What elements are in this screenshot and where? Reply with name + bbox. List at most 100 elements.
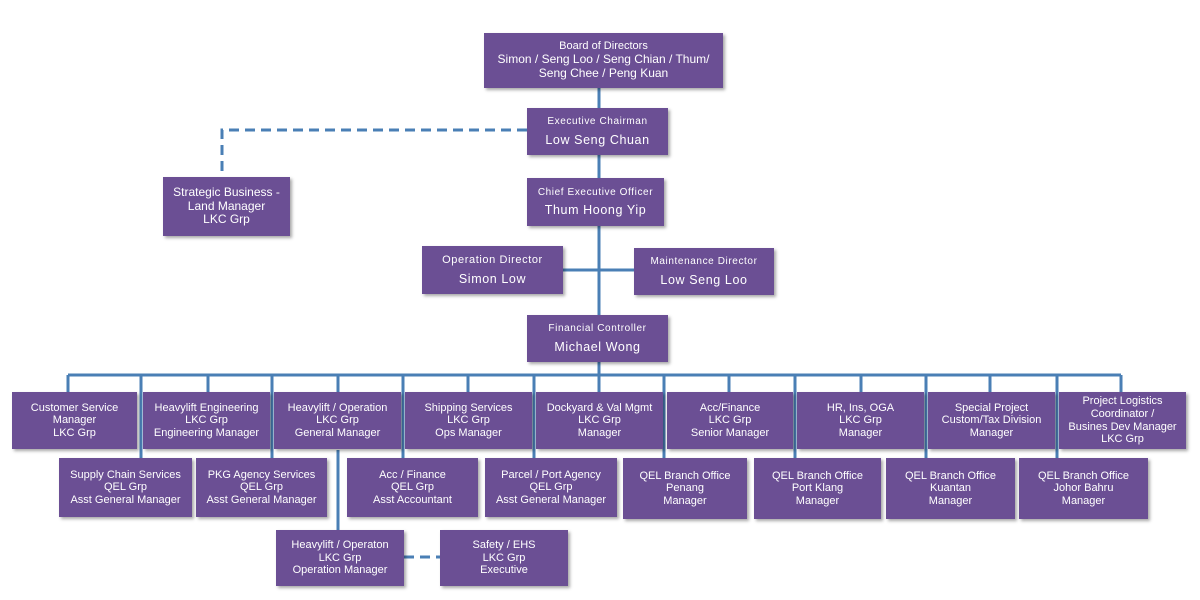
sub-box-branch-kuantan: QEL Branch Office Kuantan Manager xyxy=(886,458,1015,519)
dept-line2: LKC Grp xyxy=(316,414,359,427)
sub-box-pkg-agency: PKG Agency Services QEL Grp Asst General… xyxy=(196,458,327,517)
chairman-name: Low Seng Chuan xyxy=(545,132,650,147)
strategic-business-box: Strategic Business - Land Manager LKC Gr… xyxy=(163,177,290,236)
op-director-role: Operation Director xyxy=(442,253,543,266)
sub-line3: Manager xyxy=(928,494,973,507)
strategic-dashed-line xyxy=(220,128,527,177)
dept-line1: Special Project xyxy=(954,401,1029,414)
maint-director-name: Low Seng Loo xyxy=(660,272,748,287)
dept-line2: LKC Grp xyxy=(447,414,490,427)
dept-box-shipping-services: Shipping Services LKC Grp Ops Manager xyxy=(405,392,532,449)
strategic-line2: Land Manager xyxy=(187,198,266,213)
sub-line1: PKG Agency Services xyxy=(207,468,316,481)
sub-box-branch-johor: QEL Branch Office Johor Bahru Manager xyxy=(1019,458,1148,519)
board-members-line2: Seng Chee / Peng Kuan xyxy=(538,65,669,80)
sub-line3: Asst General Manager xyxy=(206,493,317,506)
maintenance-director-box: Maintenance Director Low Seng Loo xyxy=(634,248,774,295)
dept-line1: Shipping Services xyxy=(424,401,513,414)
sub-line1: Heavylift / Operaton xyxy=(291,539,389,552)
dept-line1: Project Logistics xyxy=(1082,395,1163,408)
board-members-line1: Simon / Seng Loo / Seng Chian / Thum/ xyxy=(497,52,710,67)
dept-box-hr: HR, Ins, OGA LKC Grp Manager xyxy=(797,392,924,449)
sub-box-parcel-port: Parcel / Port Agency QEL Grp Asst Genera… xyxy=(485,458,617,517)
dept-line3: Manager xyxy=(838,426,883,439)
dept-line3: General Manager xyxy=(294,426,381,439)
strategic-line3: LKC Grp xyxy=(203,212,250,227)
dept-box-heavylift-operation: Heavylift / Operation LKC Grp General Ma… xyxy=(274,392,401,449)
sub-line2: QEL Grp xyxy=(104,481,147,494)
dept-line2: Manager xyxy=(52,414,97,427)
ceo-box: Chief Executive Officer Thum Hoong Yip xyxy=(527,178,664,226)
dept-line2: LKC Grp xyxy=(185,414,228,427)
sub-box-supply-chain: Supply Chain Services QEL Grp Asst Gener… xyxy=(59,458,192,517)
board-of-directors-box: Board of Directors Simon / Seng Loo / Se… xyxy=(484,33,723,88)
dept-box-customer-service: Customer Service Manager LKC Grp xyxy=(12,392,137,449)
sub-line1: Acc / Finance xyxy=(379,468,446,481)
sub-line2: QEL Grp xyxy=(529,481,573,494)
operation-director-box: Operation Director Simon Low xyxy=(422,246,563,294)
sub-line3: Manager xyxy=(795,494,840,507)
board-title: Board of Directors xyxy=(559,40,648,53)
sub-line3: Manager xyxy=(663,494,707,507)
dept-line1: Heavylift / Operation xyxy=(287,401,388,414)
sub-box-safety-ehs: Safety / EHS LKC Grp Executive xyxy=(440,530,568,586)
sub-line1: Parcel / Port Agency xyxy=(501,468,601,481)
dept-line3: Ops Manager xyxy=(435,426,502,439)
ceo-name: Thum Hoong Yip xyxy=(544,203,647,218)
fc-role: Financial Controller xyxy=(548,323,647,335)
sub-line2: LKC Grp xyxy=(318,551,362,564)
dept-line2: LKC Grp xyxy=(839,414,882,427)
dept-box-heavylift-engineering: Heavylift Engineering LKC Grp Engineerin… xyxy=(143,392,270,449)
sub-line3: Operation Manager xyxy=(292,564,388,577)
dept-line2: Custom/Tax Division xyxy=(941,414,1042,427)
sub-line2: Johor Bahru xyxy=(1053,482,1114,495)
sub-line1: QEL Branch Office xyxy=(1037,469,1130,482)
dept-box-special-project: Special Project Custom/Tax Division Mana… xyxy=(928,392,1055,449)
sub-line1: QEL Branch Office xyxy=(771,469,864,482)
sub-line2: LKC Grp xyxy=(482,551,526,564)
financial-controller-box: Financial Controller Michael Wong xyxy=(527,315,668,362)
strategic-line1: Strategic Business - xyxy=(173,184,280,199)
chairman-role: Executive Chairman xyxy=(547,116,648,128)
dept-line3: Manager xyxy=(969,426,1014,439)
maint-director-role: Maintenance Director xyxy=(650,256,758,268)
sub-line1: Safety / EHS xyxy=(472,539,536,552)
op-director-name: Simon Low xyxy=(458,271,527,286)
sub-line2: Penang xyxy=(666,482,704,495)
sub-line3: Asst General Manager xyxy=(70,493,181,506)
sub-line3: Asst General Manager xyxy=(495,493,607,506)
sub-line2: Kuantan xyxy=(930,482,971,495)
dept-line4: LKC Grp xyxy=(1101,433,1144,446)
sub-box-branch-port-klang: QEL Branch Office Port Klang Manager xyxy=(754,458,881,519)
sub-line3: Manager xyxy=(1061,494,1106,507)
sub-box-branch-penang: QEL Branch Office Penang Manager xyxy=(623,458,747,519)
dept-line3: Engineering Manager xyxy=(153,426,260,439)
dept-line1: Dockyard & Val Mgmt xyxy=(546,401,653,414)
dept-line3: Busines Dev Manager xyxy=(1068,420,1177,433)
fc-name: Michael Wong xyxy=(554,339,641,354)
dept-line3: Senior Manager xyxy=(690,426,770,439)
sub-line2: QEL Grp xyxy=(391,481,434,494)
dept-line1: Acc/Finance xyxy=(699,401,761,414)
sub-line1: QEL Branch Office xyxy=(904,469,997,482)
dept-box-dockyard: Dockyard & Val Mgmt LKC Grp Manager xyxy=(536,392,663,449)
dept-box-acc-finance: Acc/Finance LKC Grp Senior Manager xyxy=(667,392,793,449)
dept-line1: Customer Service xyxy=(30,401,119,414)
dept-line3: LKC Grp xyxy=(53,426,96,439)
dept-line3: Manager xyxy=(577,426,622,439)
dept-line2: LKC Grp xyxy=(708,414,752,427)
sub-line1: Supply Chain Services xyxy=(70,468,181,481)
sub-box-acc-finance-qel: Acc / Finance QEL Grp Asst Accountant xyxy=(347,458,478,517)
sub-line2: Port Klang xyxy=(791,482,844,495)
sub-line2: QEL Grp xyxy=(240,481,283,494)
sub-box-heavylift-operaton: Heavylift / Operaton LKC Grp Operation M… xyxy=(276,530,404,586)
dept-line2: LKC Grp xyxy=(578,414,621,427)
executive-chairman-box: Executive Chairman Low Seng Chuan xyxy=(527,108,668,155)
dept-line2: Coordinator / xyxy=(1090,407,1155,420)
sub-line3: Asst Accountant xyxy=(373,493,452,506)
dept-line1: Heavylift Engineering xyxy=(154,401,259,414)
dept-line1: HR, Ins, OGA xyxy=(826,401,895,414)
ceo-role: Chief Executive Officer xyxy=(537,186,654,198)
sub-line1: QEL Branch Office xyxy=(639,469,731,482)
